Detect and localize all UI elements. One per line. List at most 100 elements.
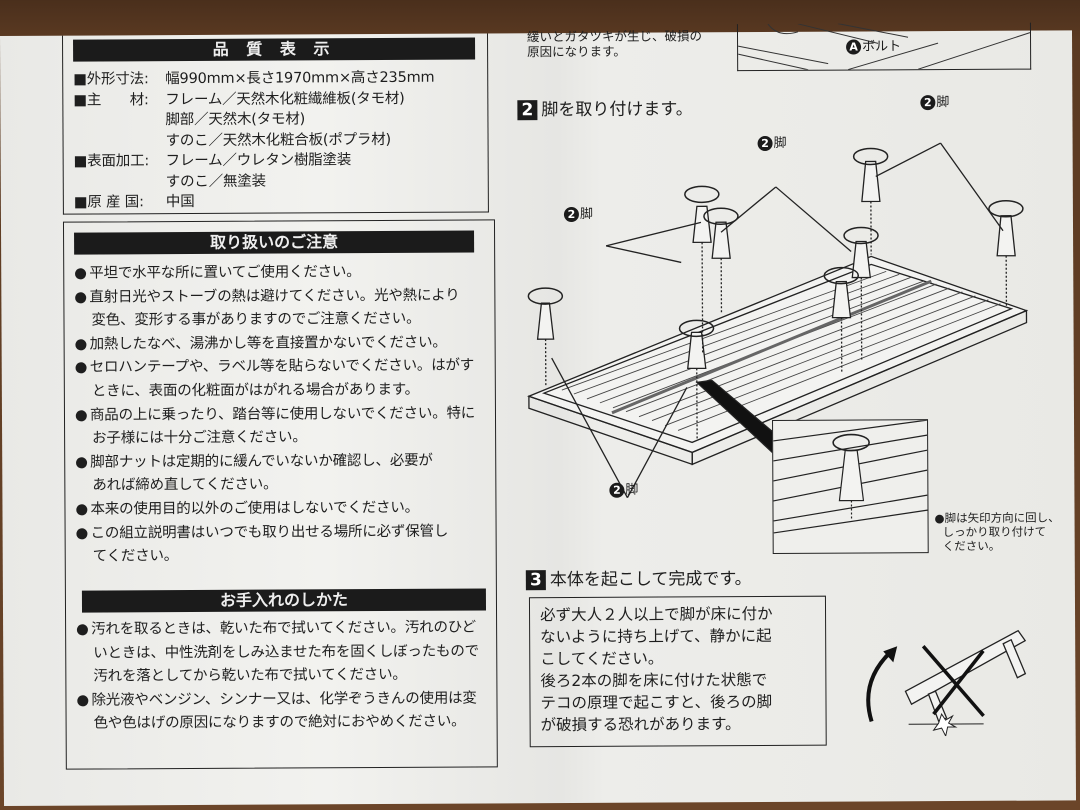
- list-item-text: 汚れを落としてから乾いた布で拭いてください。: [93, 667, 407, 685]
- bullet-icon: ●: [76, 621, 89, 638]
- quality-row: ■表面加工: フレーム／ウレタン樹脂塗装: [74, 150, 435, 172]
- handling-box: 取り扱いのご注意 ●平坦で水平な所に置いてご使用ください。●直射日光やストーブの…: [62, 219, 498, 770]
- list-item-text: 直射日光やストーブの熱は避けてください。光や熱により: [89, 287, 460, 306]
- care-title: お手入れのしかた: [81, 588, 487, 613]
- list-item: あれば締め直してください。: [75, 473, 475, 499]
- legs: [536, 160, 1016, 370]
- list-item-text: 色や色はげの原因になりますので絶対におやめください。: [93, 713, 466, 732]
- quality-rows: ■外形寸法: 幅990mm×長さ1970mm×高さ235mm■主 材:フレーム／天…: [73, 68, 435, 213]
- step3-text: 本体を起こして完成です。: [549, 569, 752, 591]
- bullet-icon: ●: [74, 265, 87, 282]
- list-item: ●セロハンテープや、ラベル等を貼らないでください。はがす: [75, 355, 475, 381]
- warning-box: 必ず大人２人以上で脚が床に付かないように持ち上げて、静かに起こしてください。後ろ…: [528, 595, 827, 748]
- leg-detail-inset: [772, 419, 929, 554]
- list-item-text: 除光液やベンジン、シンナー又は、化学ぞうきんの使用は変: [91, 690, 477, 709]
- list-item-text: 変色、変形する事がありますのでご注意ください。: [91, 310, 421, 329]
- bullet-icon: ●: [74, 407, 88, 424]
- quality-value: フレーム／ウレタン樹脂塗装: [165, 152, 352, 170]
- list-item: 変色、変形する事がありますのでご注意ください。: [74, 308, 474, 334]
- leg-rotation-note: ●脚は矢印方向に回し、 しっかり取り付けて ください。: [935, 510, 1060, 553]
- top-note-line: 原因になります。: [527, 43, 626, 60]
- badge-2-icon: 2: [757, 135, 773, 152]
- list-item: ●脚部ナットは定期的に緩んでいないか確認し、必要が: [75, 449, 475, 475]
- badge-2-icon: 2: [563, 206, 579, 223]
- warning-line: 必ず大人２人以上で脚が床に付か: [539, 604, 773, 625]
- list-item: ときに、表面の化粧面がはがれる場合があります。: [75, 378, 475, 404]
- quality-row: ■外形寸法: 幅990mm×長さ1970mm×高さ235mm: [73, 68, 434, 90]
- list-item-text: セロハンテープや、ラベル等を貼らないでください。はがす: [89, 357, 475, 376]
- quality-key: ■外形寸法:: [73, 71, 149, 88]
- leg-label-text: 脚: [936, 95, 950, 111]
- warning-line: が破損する恐れがあります。: [540, 715, 741, 735]
- list-item: ●この組立説明書はいつでも取り出せる場所に必ず保管し: [76, 520, 476, 546]
- warning-line: ないように持ち上げて、静かに起: [540, 626, 772, 647]
- list-item: ●加熱したなべ、湯沸かし等を直接置かないでください。: [75, 331, 475, 357]
- bullet-icon: ●: [75, 454, 88, 471]
- bullet-icon: ●: [75, 525, 89, 542]
- quality-box: 品 質 表 示 ■外形寸法:幅990mm×長さ1970mm×高さ235mm■主 …: [61, 33, 489, 215]
- list-item-text: 加熱したなべ、湯沸かし等を直接置かないでください。: [89, 334, 447, 353]
- list-item: ●汚れを取るときは、乾いた布で拭いてください。汚れのひど: [76, 617, 479, 643]
- list-item-text: 本来の使用目的以外のご使用はしないでください。: [90, 499, 419, 518]
- bullet-icon: ●: [74, 336, 88, 353]
- top-note: 緩いとガタツキが生じ、破損の 原因になります。: [527, 28, 702, 59]
- step-number: 3: [525, 570, 546, 591]
- quality-value: すのこ／天然木化粧合板(ポプラ材): [165, 131, 392, 149]
- list-item-text: お子様には十分ご注意ください。: [92, 429, 307, 447]
- note-line: ください。: [942, 538, 1001, 554]
- quality-row: ■原 産 国:中国: [74, 191, 435, 213]
- quality-row: すのこ／天然木化粧合板(ポプラ材): [73, 129, 434, 151]
- instruction-sheet: 品 質 表 示 ■外形寸法:幅990mm×長さ1970mm×高さ235mm■主 …: [0, 22, 1077, 806]
- list-item: ●本来の使用目的以外のご使用はしないでください。: [75, 496, 475, 522]
- bullet-icon: ●: [74, 289, 87, 306]
- list-item: お子様には十分ご注意ください。: [75, 426, 475, 452]
- bullet-icon: ●: [75, 501, 88, 518]
- list-item: 汚れを落としてから乾いた布で拭いてください。: [76, 664, 479, 690]
- quality-value: 幅990mm×長さ1970mm×高さ235mm: [165, 69, 435, 88]
- list-item-text: 平坦で水平な所に置いてご使用ください。: [89, 264, 361, 282]
- prohibited-x-icon: [921, 645, 985, 718]
- leg-label-text: 脚: [579, 206, 593, 222]
- warning-line: テコの原理で起こすと、後ろの脚: [540, 692, 773, 713]
- list-item: てください。: [76, 544, 476, 570]
- quality-value: 脚部／天然木(タモ材): [165, 111, 306, 129]
- list-item: 色や色はげの原因になりますので絶対におやめください。: [77, 711, 480, 737]
- list-item: いときは、中性洗剤をしみ込ませた布を固くしぼったもので: [76, 640, 479, 666]
- leg-assembly-diagram: [527, 142, 1029, 499]
- quality-row: 脚部／天然木(タモ材): [73, 109, 434, 131]
- list-item-text: 脚部ナットは定期的に緩んでいないか確認し、必要が: [90, 452, 433, 471]
- badge-2-icon: 2: [609, 482, 625, 498]
- quality-row: すのこ／無塗装: [74, 170, 435, 192]
- top-note-line: 緩いとガタツキが生じ、破損の: [526, 28, 703, 45]
- handling-title: 取り扱いのご注意: [74, 230, 475, 255]
- break-icon: [932, 712, 958, 737]
- bullet-icon: ●: [74, 359, 88, 376]
- list-item: ●除光液やベンジン、シンナー又は、化学ぞうきんの使用は変: [76, 687, 479, 713]
- list-item: ●直射日光やストーブの熱は避けてください。光や熱により: [74, 284, 474, 310]
- bolt-label-text: ボルト: [862, 39, 902, 55]
- warning-text: 必ず大人２人以上で脚が床に付かないように持ち上げて、静かに起こしてください。後ろ…: [540, 603, 773, 736]
- lifting-illustration: [866, 629, 1027, 737]
- badge-2-icon: 2: [920, 95, 936, 111]
- note-line: しっかり取り付けて: [942, 524, 1047, 540]
- lift-arrow-icon: [866, 649, 893, 723]
- leg-label-text: 脚: [773, 135, 787, 151]
- list-item-text: あれば締め直してください。: [92, 476, 278, 494]
- list-item: ●平坦で水平な所に置いてご使用ください。: [74, 261, 474, 287]
- quality-key: ■表面加工:: [73, 153, 150, 170]
- list-item-text: ときに、表面の化粧面がはがれる場合があります。: [91, 381, 419, 400]
- leg-detail-drawing: [773, 419, 928, 534]
- list-item-text: この組立説明書はいつでも取り出せる場所に必ず保管し: [90, 523, 449, 542]
- bed-side: [904, 629, 1027, 706]
- quality-row: ■主 材:フレーム／天然木化粧繊維板(タモ材): [73, 88, 434, 110]
- care-list: ●汚れを取るときは、乾いた布で拭いてください。汚れのひどいときは、中性洗剤をしみ…: [76, 617, 479, 737]
- list-item: ●商品の上に乗ったり、踏台等に使用しないでください。特に: [75, 402, 475, 428]
- leg-label-text: 脚: [625, 482, 639, 498]
